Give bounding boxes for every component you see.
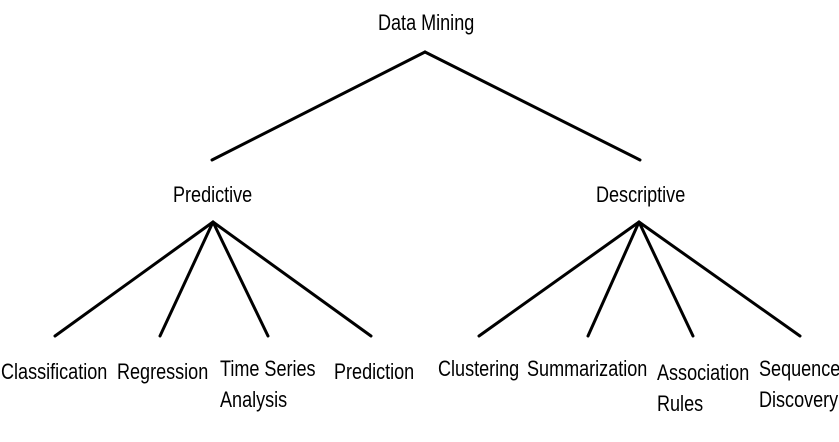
edge-predictive-regression [158,220,215,338]
edge-descriptive-clustering [477,220,641,338]
node-descriptive: Descriptive [596,182,686,207]
edge-predictive-prediction [211,220,373,338]
node-sequence-discovery: Sequence Discovery [759,356,839,412]
edge-descriptive-association-rules [637,220,695,338]
node-association-rules: Association Rules [657,360,750,416]
edge-predictive-time-series-analysis [211,220,270,338]
edge-descriptive-summarization [586,220,641,338]
node-summarization: Summarization [527,356,648,381]
node-regression: Regression [117,359,209,384]
node-prediction: Prediction [334,359,415,384]
edge-root-predictive [210,50,427,162]
edge-descriptive-sequence-discovery [637,220,802,338]
node-classification: Classification [1,359,108,384]
node-time-series-analysis: Time Series Analysis [220,356,316,412]
edge-predictive-classification [53,220,215,338]
edge-root-descriptive [423,50,642,162]
node-clustering: Clustering [438,356,520,381]
node-data-mining: Data Mining [378,10,475,35]
node-predictive: Predictive [173,182,253,207]
